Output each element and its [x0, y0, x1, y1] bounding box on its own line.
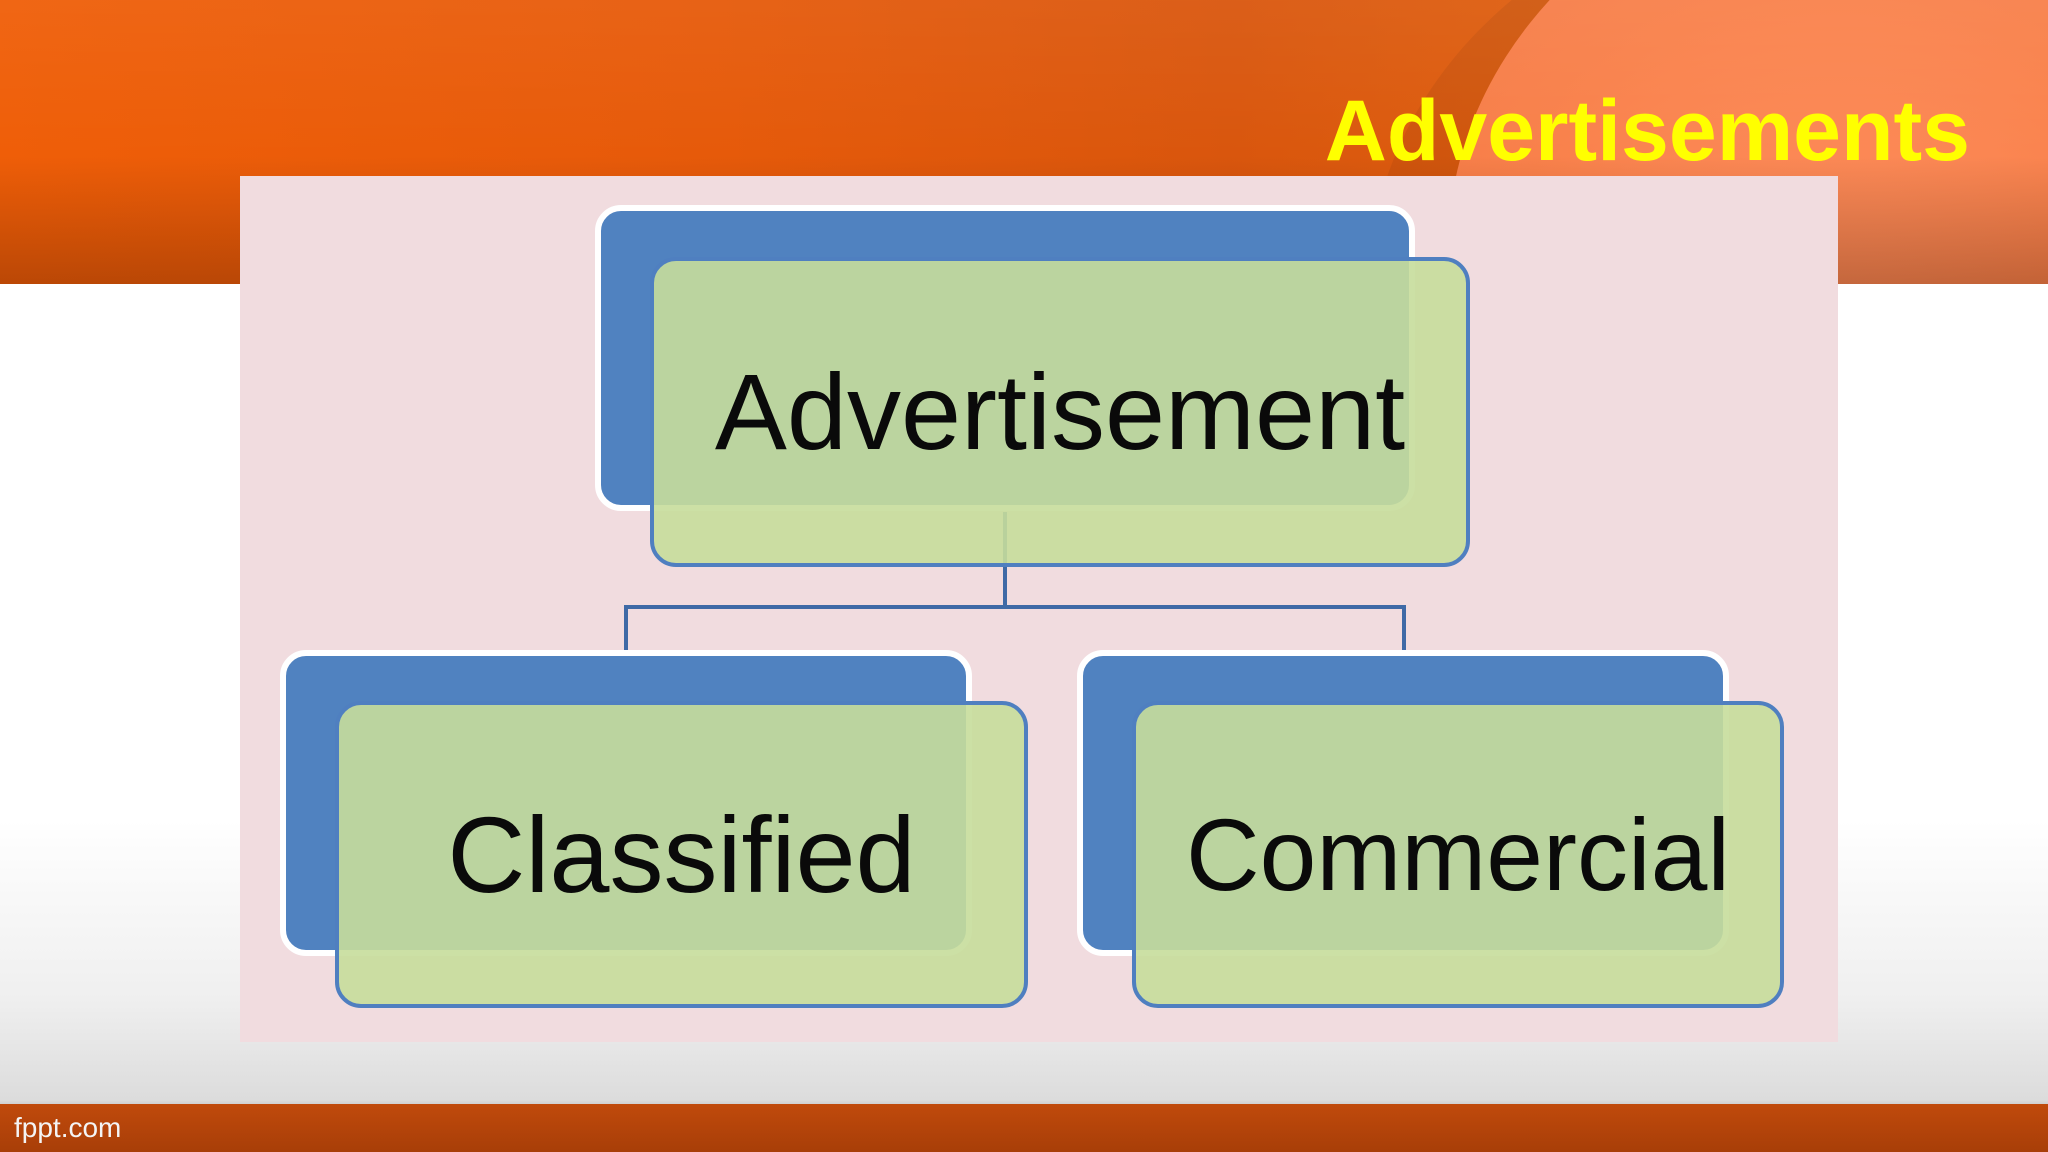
slide-title: Advertisements	[1324, 83, 1970, 179]
child-node-commercial-front-panel: Commercial	[1132, 701, 1784, 1008]
child-node-commercial-label: Commercial	[1185, 797, 1731, 912]
root-node-advertisement: Advertisement	[595, 205, 1470, 567]
child-node-classified: Classified	[280, 650, 1028, 1008]
child-node-classified-label: Classified	[447, 793, 916, 915]
root-node-front-panel: Advertisement	[650, 257, 1470, 567]
footer-band	[0, 1104, 2048, 1152]
child-node-classified-front-panel: Classified	[335, 701, 1028, 1008]
footer-brand-text: fppt.com	[14, 1112, 122, 1143]
root-node-label: Advertisement	[714, 351, 1406, 472]
child-node-commercial: Commercial	[1077, 650, 1784, 1008]
